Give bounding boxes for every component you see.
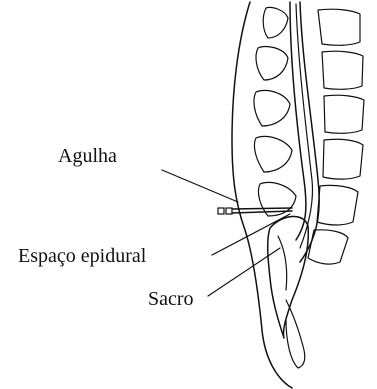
- spinous-process: [263, 7, 288, 38]
- vertebral-body: [317, 185, 358, 225]
- needle-hub: [218, 208, 224, 214]
- spinal-canal-front: [300, 2, 319, 262]
- spinous-process: [254, 137, 292, 173]
- vertebral-body: [323, 139, 363, 179]
- needle-leader-line: [162, 170, 238, 202]
- epidural-space-label: Espaço epidural: [18, 245, 147, 267]
- spinous-processes: [254, 7, 296, 216]
- vertebral-body: [322, 51, 363, 89]
- sacral-ridge: [278, 236, 287, 290]
- sacrum-label: Sacro: [148, 288, 194, 310]
- needle: [218, 208, 292, 214]
- needle-label: Agulha: [58, 145, 117, 167]
- spinous-process: [256, 46, 288, 80]
- spinal-cord: [296, 4, 313, 248]
- spinous-process: [254, 91, 290, 127]
- vertebral-body: [324, 95, 364, 133]
- needle-shaft: [232, 208, 292, 209]
- vertebral-body: [318, 9, 360, 45]
- needle-hub: [226, 208, 232, 214]
- sacrum-bone: [268, 216, 309, 338]
